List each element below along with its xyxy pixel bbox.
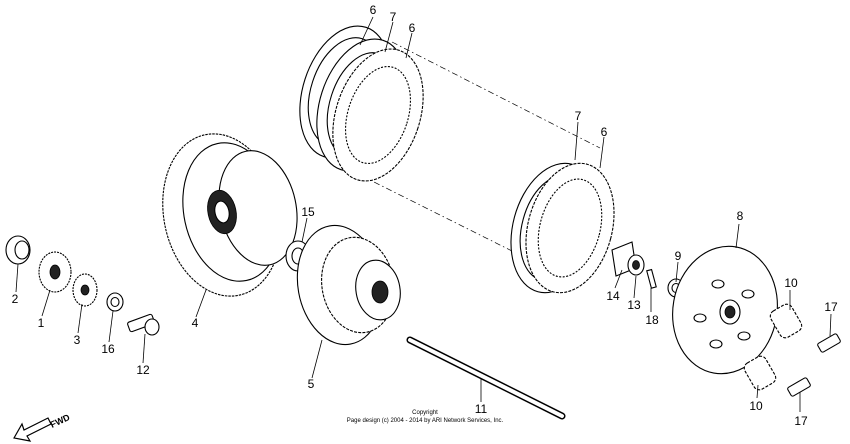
pressure-plate — [672, 245, 778, 375]
lifter-parts — [611, 241, 685, 298]
lower-clutch-plate-stack — [510, 162, 615, 294]
lifter-rod — [406, 336, 566, 420]
upper-clutch-plate-stack — [299, 25, 424, 182]
callout-11: 11 — [475, 402, 488, 416]
callout-14: 14 — [606, 289, 620, 303]
clutch-outer-housing — [162, 133, 298, 297]
callout-17-upper: 17 — [824, 300, 838, 314]
callout-15: 15 — [301, 205, 315, 219]
callout-labels: 6 7 6 7 6 8 9 14 13 18 10 10 17 17 15 4 … — [12, 3, 838, 428]
callout-13: 13 — [627, 298, 641, 312]
callout-4: 4 — [192, 316, 199, 330]
copyright-notice: Copyright Page design (c) 2004 - 2014 by… — [347, 410, 504, 424]
copyright-line-2: Page design (c) 2004 - 2014 by ARI Netwo… — [347, 418, 504, 424]
spring-bolts — [787, 333, 841, 397]
callout-6-upper-left: 6 — [370, 3, 377, 17]
fwd-indicator: FWD — [13, 412, 72, 442]
leader-lines — [15, 16, 832, 412]
callout-8: 8 — [737, 209, 744, 223]
callout-9: 9 — [675, 249, 682, 263]
callout-3: 3 — [74, 333, 81, 347]
callout-1: 1 — [38, 316, 45, 330]
callout-7-upper: 7 — [390, 10, 397, 24]
assembly-guide-lines — [349, 41, 601, 276]
copyright-line-1: Copyright — [412, 410, 438, 416]
fwd-arrow-icon — [13, 417, 52, 442]
primary-drive-parts — [5, 235, 160, 336]
callout-6-upper-right: 6 — [409, 21, 416, 35]
clutch-springs — [743, 303, 803, 391]
callout-10-lower: 10 — [749, 399, 763, 413]
callout-18: 18 — [645, 313, 659, 327]
callout-7-lower: 7 — [575, 109, 582, 123]
callout-12: 12 — [136, 363, 150, 377]
callout-6-lower: 6 — [601, 125, 608, 139]
fwd-label: FWD — [49, 412, 72, 430]
callout-5: 5 — [308, 377, 315, 391]
callout-10-upper: 10 — [784, 276, 798, 290]
callout-16: 16 — [101, 342, 115, 356]
clutch-center-hub — [296, 224, 401, 346]
callout-17-lower: 17 — [794, 414, 808, 428]
callout-2: 2 — [12, 292, 19, 306]
